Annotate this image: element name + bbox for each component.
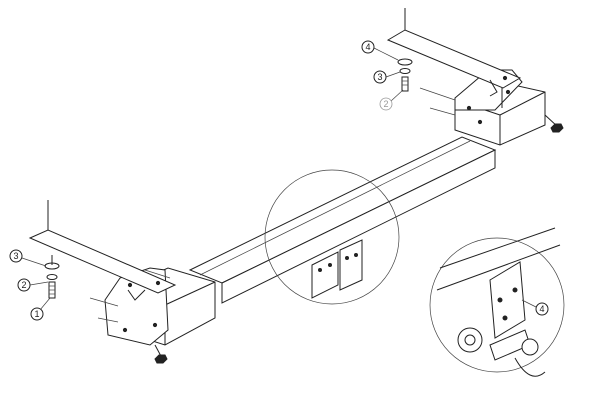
callout-3-top-label: 3 [377, 72, 382, 82]
center-detail [264, 169, 400, 305]
callout-2-top: 2 [379, 89, 404, 111]
callout-2-left-label: 2 [21, 280, 26, 290]
callout-2-left: 2 [17, 278, 49, 292]
crossbar-tube [188, 136, 497, 304]
detail-magnifier [429, 227, 565, 377]
callout-4-top-label: 4 [365, 42, 370, 52]
callout-3-left-label: 3 [13, 251, 18, 261]
callout-1-label: 1 [34, 309, 39, 319]
callout-4-detail: 4 [521, 299, 549, 316]
callout-3-top: 3 [373, 70, 401, 84]
right-bracket [386, 8, 564, 146]
left-bracket [28, 200, 216, 364]
top-hardware-stack [397, 58, 413, 92]
callout-2-top-label: 2 [383, 99, 388, 109]
callout-1: 1 [30, 297, 51, 321]
callout-3-left: 3 [9, 249, 47, 267]
callout-4-detail-label: 4 [539, 304, 544, 314]
left-hardware-stack [44, 255, 60, 299]
callout-4-top: 4 [361, 40, 399, 61]
